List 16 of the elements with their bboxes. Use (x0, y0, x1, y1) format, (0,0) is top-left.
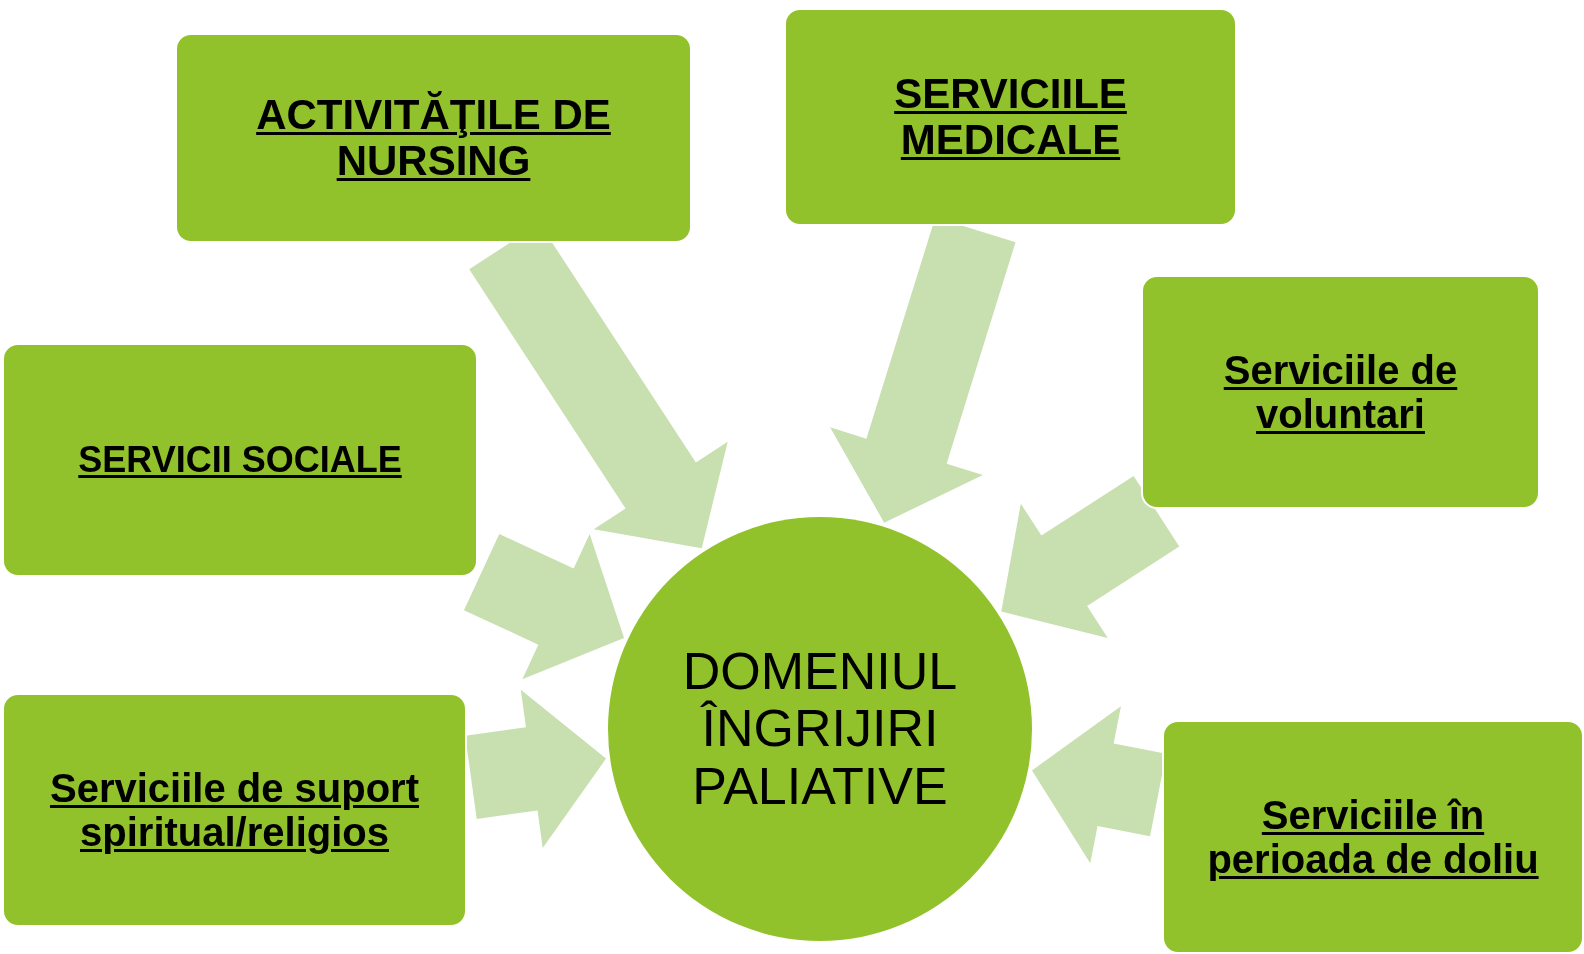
node-label: SERVICIILE MEDICALE (893, 70, 1128, 164)
node-label: Serviciile de voluntari (1222, 348, 1459, 436)
topic-box (1162, 720, 1584, 954)
topic-box (784, 8, 1237, 226)
node-label: SERVICII SOCIALE (77, 440, 403, 480)
node-label: Serviciile în perioada de doliu (1206, 793, 1540, 881)
topic-box (2, 343, 478, 577)
block-arrow (465, 689, 607, 849)
node-label: ACTIVITĂŢILE DE NURSING (255, 91, 612, 185)
topic-box (175, 33, 692, 243)
topic-box (1141, 275, 1540, 509)
block-arrow (1001, 475, 1180, 638)
block-arrow (463, 533, 625, 680)
node-label: Serviciile de suport spiritual/religios (49, 766, 420, 854)
node-label: DOMENIUL ÎNGRIJIRI PALIATIVE (681, 643, 959, 815)
topic-box (2, 693, 467, 927)
